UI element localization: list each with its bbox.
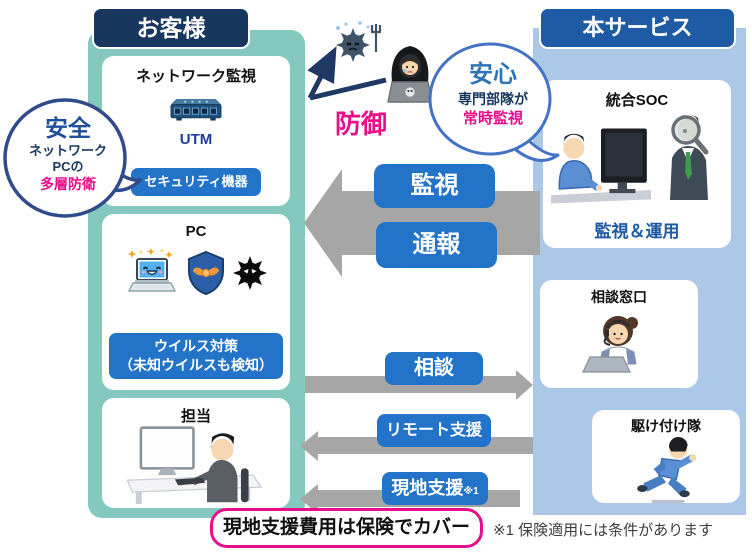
report-label: 通報 [376, 222, 497, 268]
onsite-note-ref: ※1 [463, 486, 479, 497]
pc-card-title: PC [185, 223, 207, 240]
anshin-bubble: 安心 専門部隊が 常時監視 [428, 42, 560, 164]
shield-icon [186, 250, 226, 301]
utm-router-icon [102, 91, 290, 130]
consult-arrow-head [516, 370, 533, 400]
security-device-badge: セキュリティ機器 [131, 168, 261, 196]
rush-team-card: 駆け付け隊 [592, 410, 740, 503]
onsite-support-arrow-head [300, 484, 318, 514]
analyst-magnifier-icon [661, 110, 719, 207]
safety-bubble-shape [3, 98, 142, 218]
anshin-bubble-shape [428, 42, 560, 162]
network-card-title: ネットワーク監視 [135, 68, 256, 85]
staff-card-title: 担当 [180, 408, 211, 425]
remote-support-label: リモート支援 [377, 414, 491, 447]
insurance-banner: 現地支援費用は保険でカバー [210, 508, 483, 548]
insurance-note: ※1 保険適用には条件があります [493, 522, 714, 539]
monitor-label: 監視 [374, 164, 495, 208]
crying-virus-icon [330, 20, 384, 71]
defense-label: 防御 [335, 109, 388, 139]
onsite-support-label: 現地支援※1 [382, 472, 488, 505]
safety-title: 安全 [45, 115, 91, 141]
consult-label: 相談 [385, 352, 483, 385]
staff-card: 担当 [102, 398, 290, 508]
utm-label: UTM [179, 131, 213, 148]
anshin-title: 安心 [469, 61, 517, 88]
hacker-icon [385, 44, 435, 111]
soc-operator-icon [551, 126, 651, 209]
soc-card-title: 統合SOC [605, 92, 669, 109]
customer-panel-header: お客様 [92, 7, 250, 49]
safety-bubble: 安全 ネットワーク PCの 多層防衛 [2, 96, 142, 226]
consult-desk-title: 相談窓口 [591, 289, 647, 305]
call-operator-icon [540, 309, 698, 380]
pc-card: PC [102, 214, 290, 390]
happy-laptop-icon [124, 248, 180, 303]
antivirus-badge: ウイルス対策 （未知ウイルスも検知） [109, 333, 283, 379]
soc-card: 統合SOC [543, 80, 731, 248]
service-panel-header: 本サービス [539, 7, 736, 49]
running-worker-icon [592, 436, 740, 509]
virus-icon [232, 255, 268, 296]
staff-at-desk-icon [102, 426, 290, 509]
soc-caption: 監視＆運用 [594, 222, 680, 241]
remote-support-arrow-head [300, 431, 318, 461]
deflect-arrows [298, 43, 398, 110]
rush-team-title: 駆け付け隊 [631, 418, 701, 434]
consult-desk-card: 相談窓口 [540, 280, 698, 388]
monitor-report-arrow-head [304, 169, 342, 277]
